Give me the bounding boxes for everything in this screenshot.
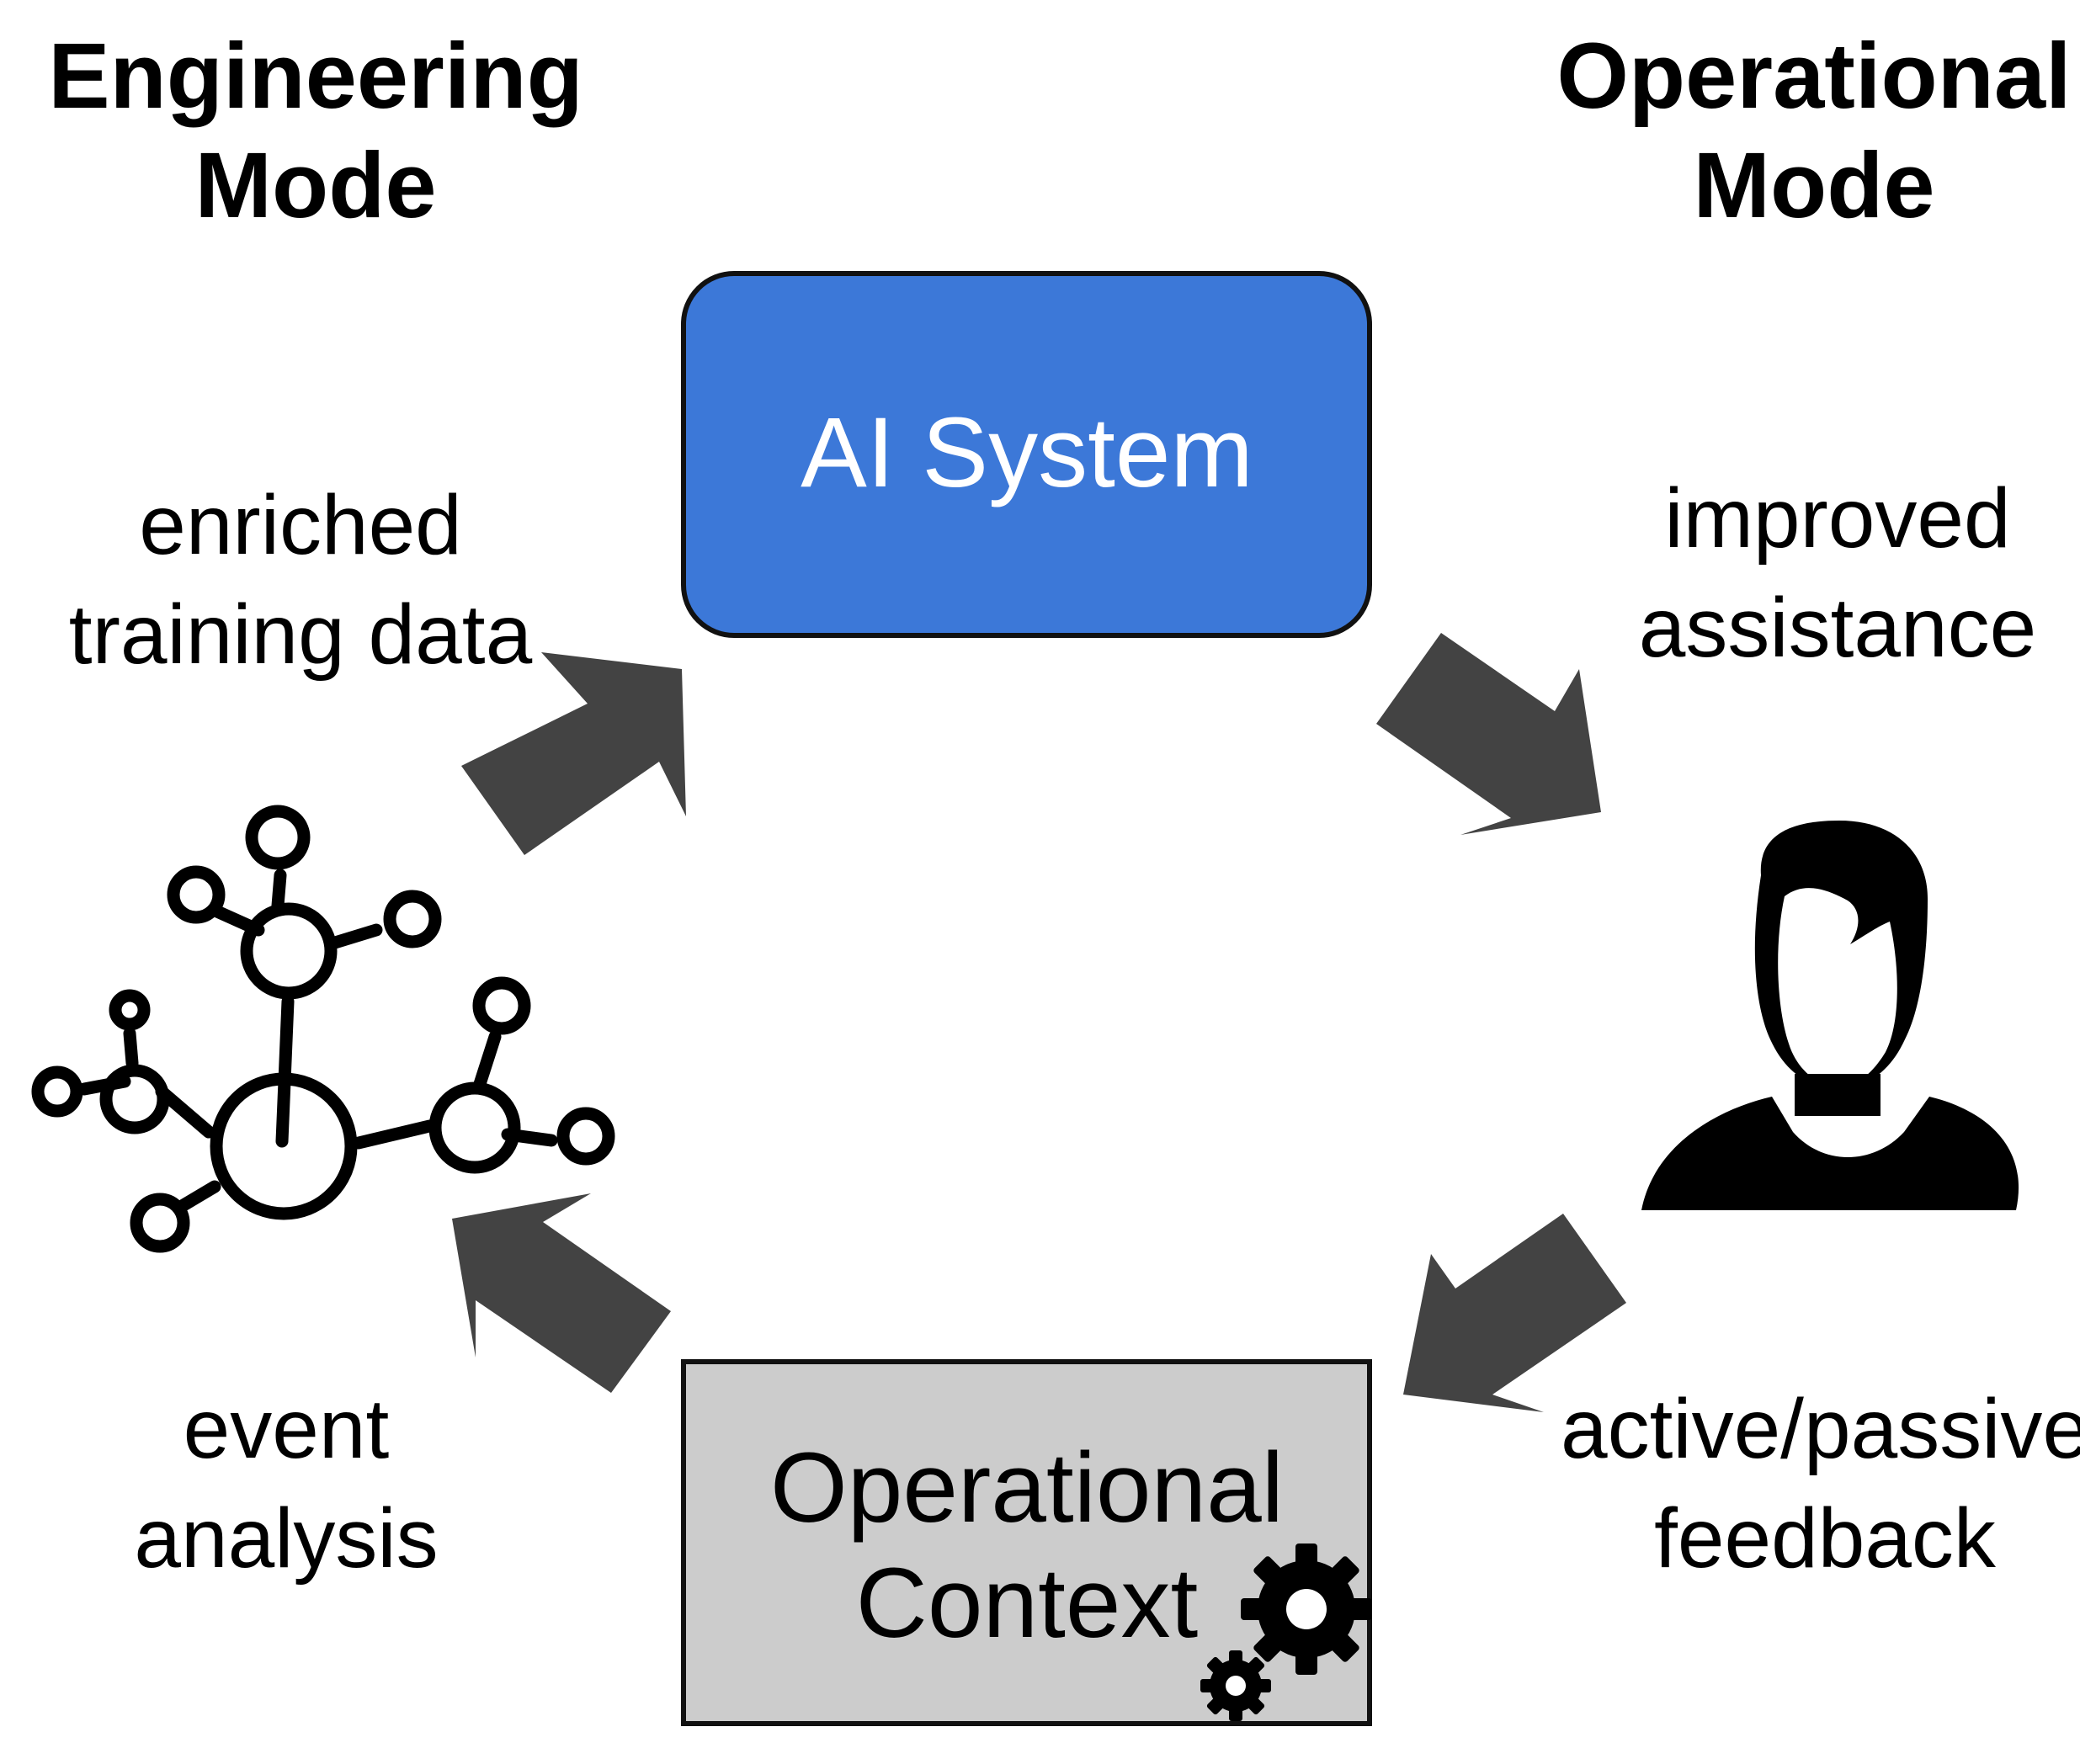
improved-assistance-label-line2: assistance [1639,581,2036,675]
ai-system-label: AI System [801,397,1253,508]
engineering-mode-heading-line2: Mode [194,134,436,237]
enriched-training-data-label-line2: training data [69,587,533,682]
person-neck [1795,1074,1881,1116]
ai-system-node: AI System [681,271,1372,638]
operational-mode-heading-line1: Operational [1556,24,2071,128]
arrow-to-ai-system [461,652,686,855]
ai-system-box [681,271,1372,638]
person-body [1641,1097,2019,1210]
improved-assistance-label-line1: improved [1664,471,2010,566]
active-passive-feedback-label-line1: active/passive [1561,1382,2080,1476]
operational-context-label-line1: Operational [770,1432,1284,1544]
operational-context-label-line2: Context [856,1548,1199,1659]
arrow-to-user [1376,633,1601,835]
operational-mode-heading-line2: Mode [1693,134,1934,237]
arrow-to-operational-context [1403,1214,1626,1412]
network-graph-icon [31,805,615,1253]
engineering-mode-heading-line1: Engineering [48,24,583,128]
active-passive-feedback-label-line2: feedback [1654,1491,1997,1586]
event-analysis-label-line2: analysis [134,1491,438,1586]
event-analysis-label-line1: event [184,1382,390,1476]
enriched-training-data-label-line1: enriched [139,478,462,572]
person-silhouette-icon [1633,800,2045,1240]
arrow-to-network [452,1193,671,1393]
person-face [1778,888,1897,1088]
gears-icon [1200,1544,1372,1721]
operational-context-node: Operational Context [681,1359,1372,1726]
